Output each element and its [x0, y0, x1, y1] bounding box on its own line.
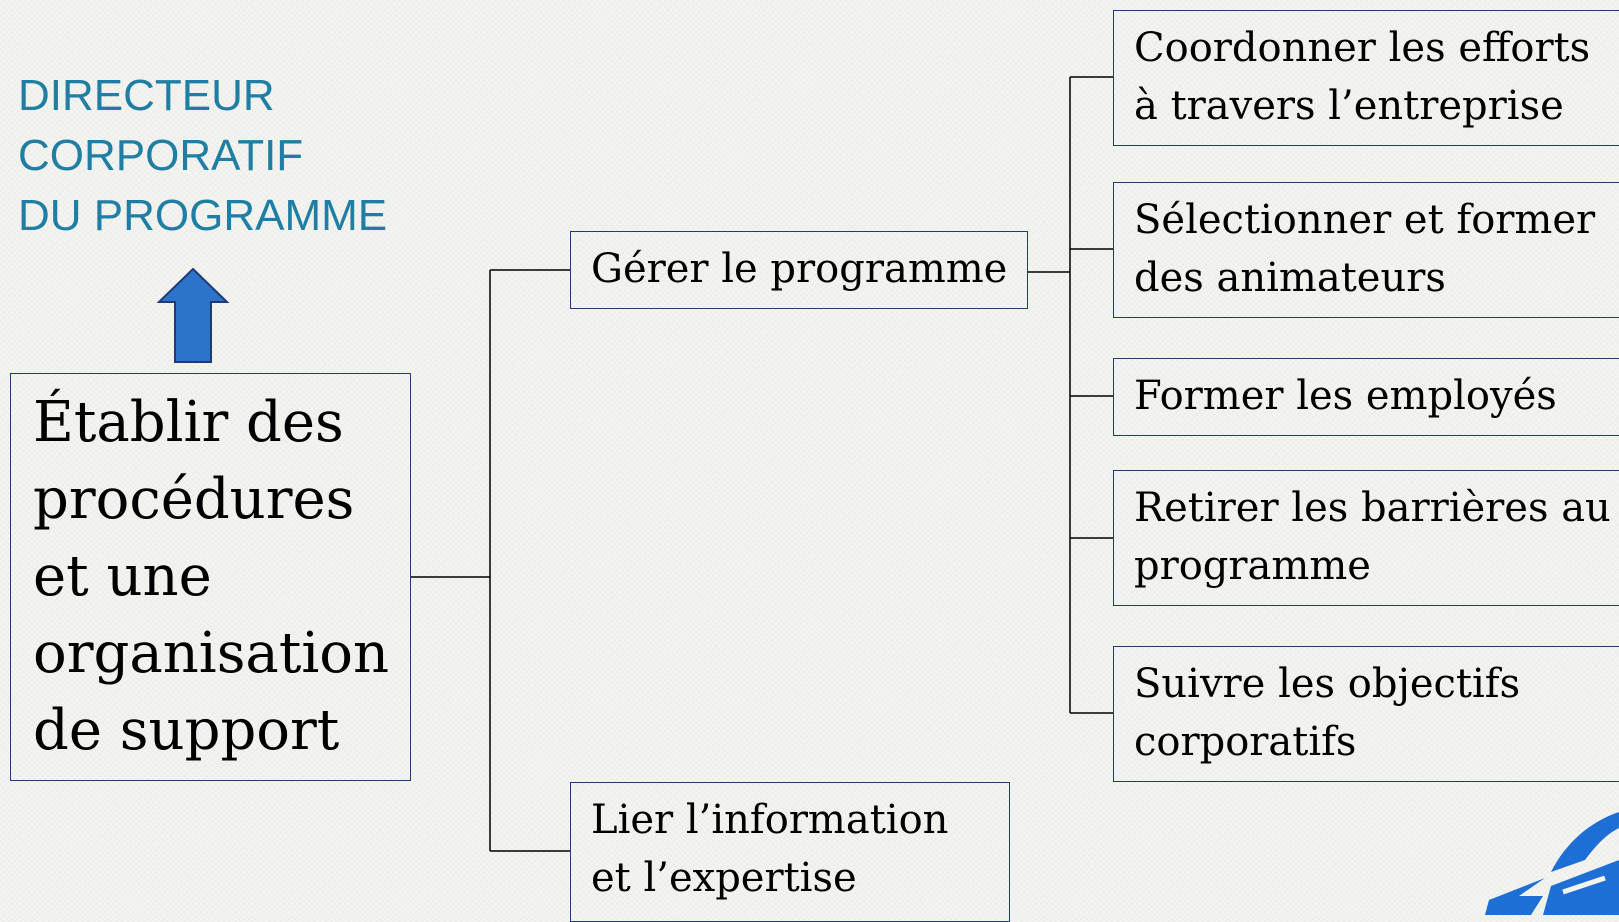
root-node: Établir des procédures et une organisati… [10, 373, 411, 781]
title-line: DIRECTEUR [18, 71, 275, 120]
node-gerer-programme: Gérer le programme [570, 231, 1028, 309]
title-line: CORPORATIF [18, 131, 304, 180]
node-retirer-barrieres: Retirer les barrières au programme [1113, 470, 1619, 606]
node-label: à travers l’entreprise [1134, 83, 1564, 129]
root-node-line: Établir des [33, 390, 344, 455]
node-coordonner-efforts: Coordonner les efforts à travers l’entre… [1113, 10, 1619, 146]
node-former-employes: Former les employés [1113, 358, 1619, 436]
node-label: Coordonner les efforts [1134, 25, 1591, 71]
node-lier-information: Lier l’information et l’expertise [570, 782, 1010, 922]
root-node-line: de support [33, 698, 340, 763]
root-node-line: et une [33, 544, 212, 609]
node-label: Suivre les objectifs [1134, 661, 1521, 707]
node-label: et l’expertise [591, 855, 857, 901]
node-label: programme [1134, 543, 1371, 589]
node-selectionner-animateurs: Sélectionner et former des animateurs [1113, 182, 1619, 318]
node-suivre-objectifs: Suivre les objectifs corporatifs [1113, 646, 1619, 782]
node-label: Retirer les barrières au [1134, 485, 1611, 531]
root-node-line: procédures [33, 467, 355, 532]
node-label: des animateurs [1134, 255, 1446, 301]
title-line: DU PROGRAMME [18, 191, 388, 240]
node-label: Gérer le programme [591, 246, 1008, 292]
diagram-title: DIRECTEUR CORPORATIF DU PROGRAMME [18, 66, 387, 246]
arrow-up-icon [156, 267, 230, 363]
node-label: Sélectionner et former [1134, 197, 1596, 243]
root-node-line: organisation [33, 621, 390, 686]
node-label: Lier l’information [591, 797, 949, 843]
corner-logo [1485, 812, 1619, 915]
node-label: corporatifs [1134, 719, 1357, 765]
node-label: Former les employés [1134, 373, 1557, 419]
